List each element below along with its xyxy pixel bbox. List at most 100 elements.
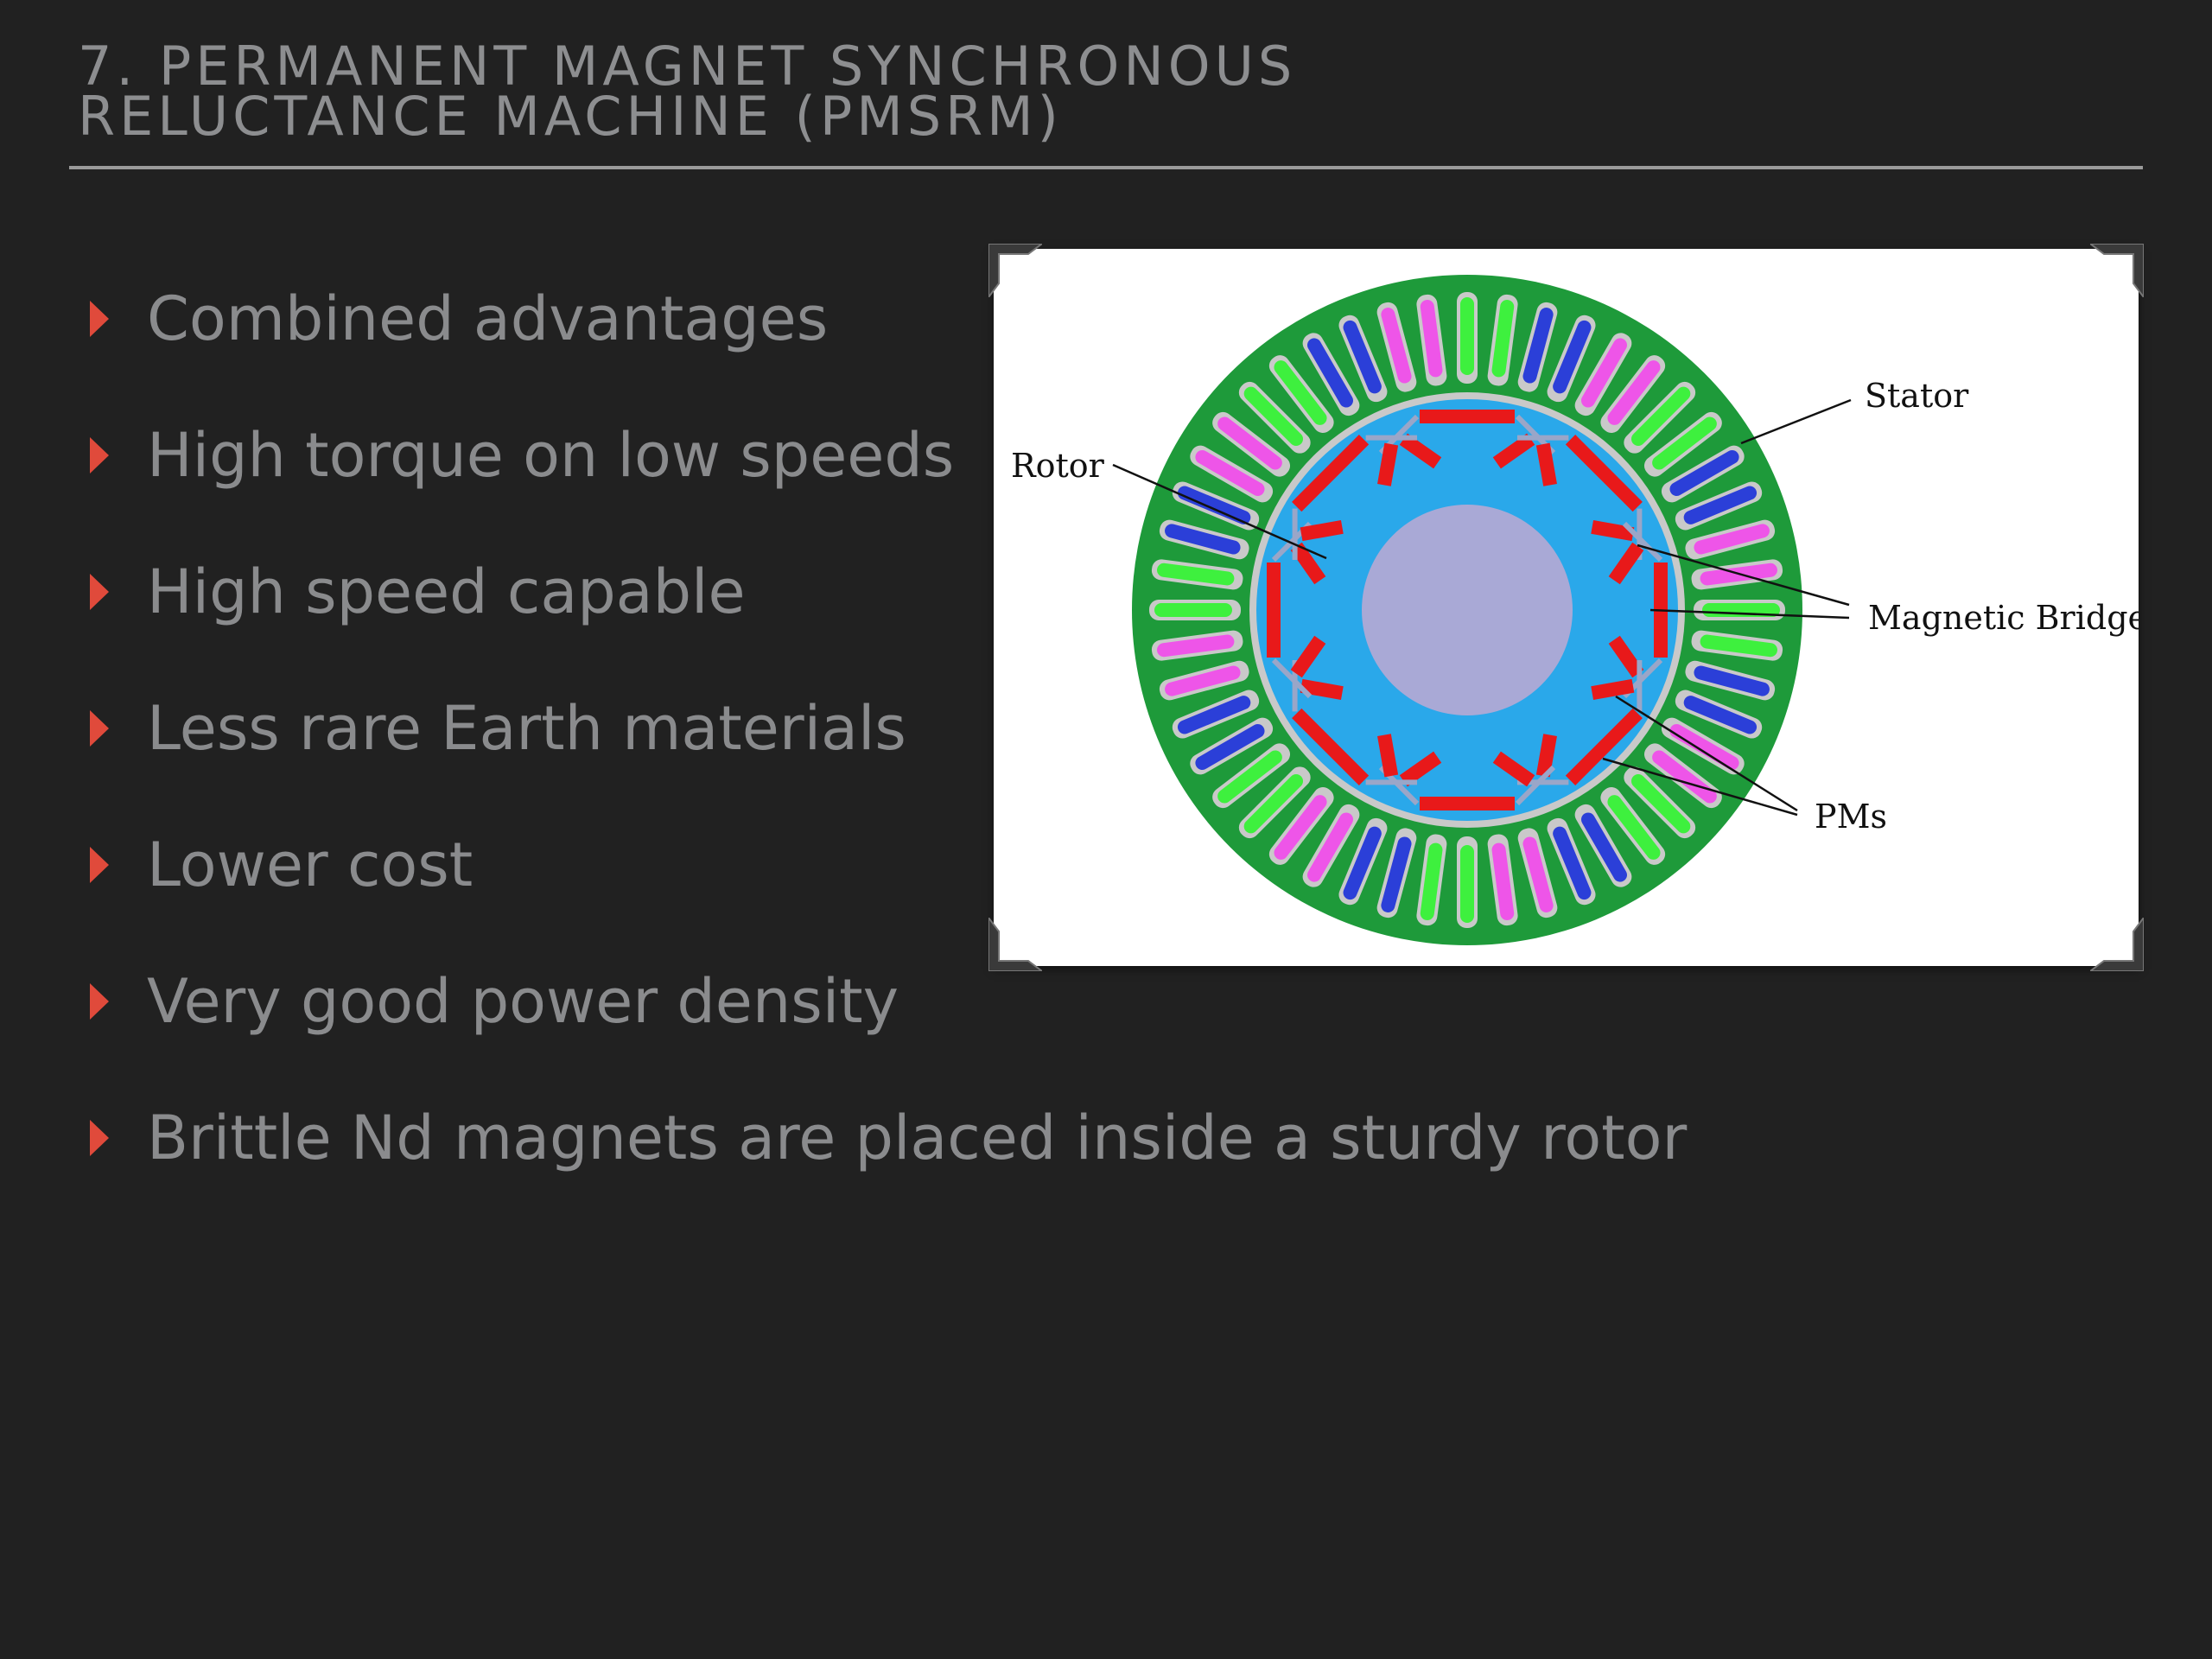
callout-lines xyxy=(1112,398,1852,817)
stator-coil xyxy=(1157,634,1235,658)
stator-coil xyxy=(1343,826,1382,900)
stator-coil xyxy=(1165,665,1241,696)
bullet-text: Very good power density xyxy=(147,966,899,1037)
stator-coil xyxy=(1694,665,1770,696)
triangle-right-icon xyxy=(90,710,109,747)
stator-coil xyxy=(1700,634,1777,658)
stator-coil xyxy=(1165,524,1241,555)
rotor-magnet xyxy=(1565,708,1643,785)
triangle-right-icon xyxy=(90,301,109,337)
rotor-magnet xyxy=(1292,708,1370,785)
rotor-magnet xyxy=(1492,433,1535,469)
stator-coil xyxy=(1683,486,1758,524)
stator-coil xyxy=(1307,338,1353,408)
slide-title: 7. Permanent Magnet Synchronous Reluctan… xyxy=(78,35,2065,148)
rotor-magnet xyxy=(1420,797,1515,810)
triangle-right-icon xyxy=(90,1120,109,1156)
flux-barrier xyxy=(1365,435,1418,441)
stator-coil xyxy=(1630,386,1691,447)
stator-coil xyxy=(1694,524,1770,555)
stator-coil xyxy=(1630,773,1691,834)
rotor-magnet xyxy=(1290,635,1326,678)
motor-drawing xyxy=(1132,275,1802,945)
flux-barrier xyxy=(1365,779,1418,785)
frame-corner-icon xyxy=(2090,918,2144,971)
stator-coil xyxy=(1553,320,1592,394)
flux-barrier xyxy=(1637,659,1643,712)
triangle-right-icon xyxy=(90,847,109,883)
frame-corner-icon xyxy=(988,244,1042,297)
flux-barrier xyxy=(1622,521,1663,563)
flux-barrier xyxy=(1292,508,1298,561)
stator-coil xyxy=(1243,773,1304,834)
title-divider xyxy=(69,166,2143,169)
rotor-callout-line xyxy=(1112,463,1327,560)
stator-coil xyxy=(1343,320,1382,394)
rotor-magnet xyxy=(1492,751,1535,787)
bridge-callout-line xyxy=(1649,608,1850,620)
bullet-item: Less rare Earth materials xyxy=(86,660,1687,797)
rotor-magnet xyxy=(1420,410,1515,423)
triangle-right-icon xyxy=(90,983,109,1020)
bullet-text: Brittle Nd magnets are placed inside a s… xyxy=(147,1103,1688,1173)
stator-coil xyxy=(1581,812,1627,882)
stator-coil xyxy=(1381,836,1412,912)
stator-coil xyxy=(1652,750,1717,804)
stator-coil xyxy=(1177,696,1251,734)
stator-coil xyxy=(1669,724,1739,770)
slide-title-line-2: Reluctance Machine (PMSRM) xyxy=(78,85,1063,148)
stator-coil xyxy=(1607,795,1661,860)
stator-coil xyxy=(1460,297,1474,375)
pms-label: PMs xyxy=(1815,798,1887,836)
rotor-magnet xyxy=(1377,734,1399,778)
frame-corner-icon xyxy=(2090,244,2144,297)
bullet-list: Combined advantages High torque on low s… xyxy=(86,251,1687,1206)
stator-coil xyxy=(1274,360,1327,425)
rotor-magnet xyxy=(1608,635,1644,678)
stator-coil xyxy=(1491,300,1515,378)
rotor-shaft xyxy=(1362,505,1573,715)
rotor-magnet xyxy=(1608,542,1644,585)
pmsrm-diagram: Rotor Stator Magnetic Bridge PMs xyxy=(1011,275,2139,945)
bullet-text: High speed capable xyxy=(147,556,746,627)
flux-barrier xyxy=(1515,765,1556,806)
pms-callout-line xyxy=(1602,757,1798,817)
stator-coil xyxy=(1522,836,1554,912)
bullet-text: Less rare Earth materials xyxy=(147,693,906,764)
bullet-text: Combined advantages xyxy=(147,283,829,354)
stator-coil xyxy=(1381,308,1412,384)
stator-coil xyxy=(1683,696,1758,734)
stator-coil xyxy=(1553,826,1592,900)
stator-coil xyxy=(1652,416,1717,470)
stator-coil xyxy=(1522,308,1554,384)
rotor-magnet xyxy=(1399,751,1442,787)
stator-coil xyxy=(1154,603,1232,617)
triangle-right-icon xyxy=(90,437,109,474)
rotor-magnet xyxy=(1591,678,1635,700)
slide-title-line-1: 7. Permanent Magnet Synchronous xyxy=(78,35,1297,98)
rotor-magnet xyxy=(1300,678,1344,700)
stator-coil xyxy=(1243,386,1304,447)
bridge-callout-line xyxy=(1637,543,1850,607)
bullet-item: Brittle Nd magnets are placed inside a s… xyxy=(86,1070,1687,1206)
bullet-item: Very good power density xyxy=(86,933,1687,1070)
stator-coil xyxy=(1460,845,1474,923)
flux-barrier xyxy=(1516,435,1569,441)
rotor-magnet xyxy=(1377,442,1399,486)
bullet-item: Combined advantages xyxy=(86,251,1687,387)
stator-coil xyxy=(1607,360,1661,425)
stator-coil xyxy=(1491,842,1515,920)
stator-coil xyxy=(1217,416,1282,470)
stator-callout-line xyxy=(1740,398,1852,445)
bullet-item: High speed capable xyxy=(86,524,1687,660)
triangle-right-icon xyxy=(90,574,109,610)
pms-callout-line xyxy=(1615,695,1798,812)
bullet-text: High torque on low speeds xyxy=(147,420,955,491)
rotor-magnet xyxy=(1267,563,1281,658)
bullet-text: Lower cost xyxy=(147,830,474,900)
rotor-magnet xyxy=(1292,435,1370,512)
rotor-label: Rotor xyxy=(1011,447,1105,485)
rotor-magnet xyxy=(1300,520,1344,542)
stator-label: Stator xyxy=(1865,377,1969,415)
stator-coil xyxy=(1274,795,1327,860)
